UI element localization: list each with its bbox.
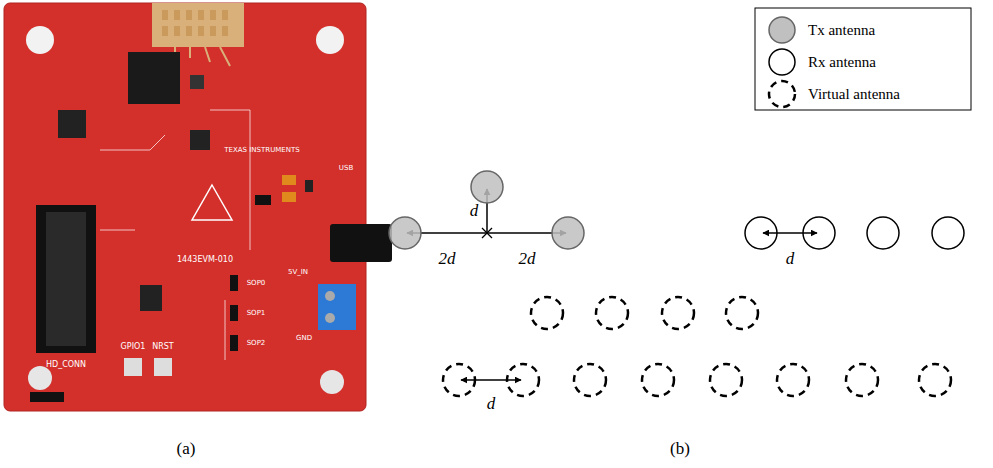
resistor <box>255 195 271 205</box>
tx-array <box>389 171 584 249</box>
legend-tx-sample <box>769 17 795 43</box>
terminal-block <box>318 284 356 330</box>
button <box>124 358 142 376</box>
legend <box>755 8 971 110</box>
dimension-label: 2d <box>519 250 536 267</box>
board-marking: SOP0 <box>247 280 266 287</box>
jumper <box>230 305 238 321</box>
pcb <box>4 3 366 411</box>
feed-lines <box>175 47 230 66</box>
virtual-antenna <box>662 297 694 329</box>
dc-jack <box>330 224 392 262</box>
board-marking: USB <box>339 165 353 172</box>
panel-label: (a) <box>177 440 196 457</box>
virtual-antenna <box>726 297 758 329</box>
mount-hole <box>26 26 54 54</box>
mount-hole <box>28 366 52 390</box>
dimension-label: 2d <box>439 250 456 267</box>
antenna-patches <box>162 10 228 36</box>
radar-board <box>4 3 392 411</box>
hd-connector-slot <box>46 212 86 346</box>
jumper <box>230 335 238 351</box>
board-marking: GND <box>296 335 312 342</box>
dimension-label: d <box>786 250 795 267</box>
spacing-arrow <box>461 379 521 381</box>
mount-hole <box>316 26 344 54</box>
legend-rx-sample <box>769 49 795 75</box>
capacitor <box>282 175 296 185</box>
rx-antenna <box>932 217 964 249</box>
button <box>154 358 172 376</box>
virtual-antenna <box>642 364 674 396</box>
center-cross <box>482 228 492 238</box>
virtual-antenna <box>919 364 951 396</box>
chip <box>190 130 210 150</box>
antenna-pad <box>152 3 244 47</box>
tx-antenna <box>389 217 421 249</box>
rx-antenna <box>803 217 835 249</box>
pin-header <box>30 392 64 402</box>
legend-box <box>755 8 971 110</box>
mount-hole <box>320 370 344 394</box>
virtual-antenna <box>846 364 878 396</box>
rx-antenna <box>745 217 777 249</box>
tx-antenna <box>471 171 503 203</box>
dimension-label: d <box>470 202 479 219</box>
legend-text: Rx antenna <box>808 55 876 70</box>
board-marking: NRST <box>152 343 174 351</box>
chip <box>58 110 86 138</box>
board-marking: SOP1 <box>247 310 266 317</box>
jumper <box>230 275 238 291</box>
panel-label: (b) <box>670 440 690 457</box>
board-marking: SOP2 <box>247 340 266 347</box>
hd-connector <box>36 205 96 353</box>
legend-virtual-sample <box>769 81 795 107</box>
board-marking: HD_CONN <box>46 361 86 369</box>
radar-chip <box>128 52 180 104</box>
virtual-antenna <box>777 364 809 396</box>
board-marking: 1443EVM-010 <box>177 256 233 264</box>
board-marking: 5V_IN <box>288 269 308 276</box>
legend-text: Tx antenna <box>808 23 875 38</box>
virtual-antenna <box>574 364 606 396</box>
virtual-antenna <box>596 297 628 329</box>
board-marking: GPIO1 <box>121 343 146 351</box>
capacitor <box>282 192 296 202</box>
dimension-label: d <box>487 395 496 412</box>
board-marking: TEXAS INSTRUMENTS <box>224 147 299 154</box>
legend-text: Virtual antenna <box>808 87 900 102</box>
tx-antenna <box>552 217 584 249</box>
terminal-screw <box>325 313 335 323</box>
rx-array <box>745 217 964 249</box>
terminal-screw <box>325 291 335 301</box>
jumper <box>305 180 313 192</box>
virtual-antenna <box>531 297 563 329</box>
virtual-array <box>443 297 951 396</box>
virtual-antenna <box>710 364 742 396</box>
hot-surface-mark <box>192 185 232 220</box>
chip <box>140 285 162 311</box>
spacing-arrow <box>763 232 817 234</box>
rx-antenna <box>867 217 899 249</box>
chip <box>190 75 204 89</box>
